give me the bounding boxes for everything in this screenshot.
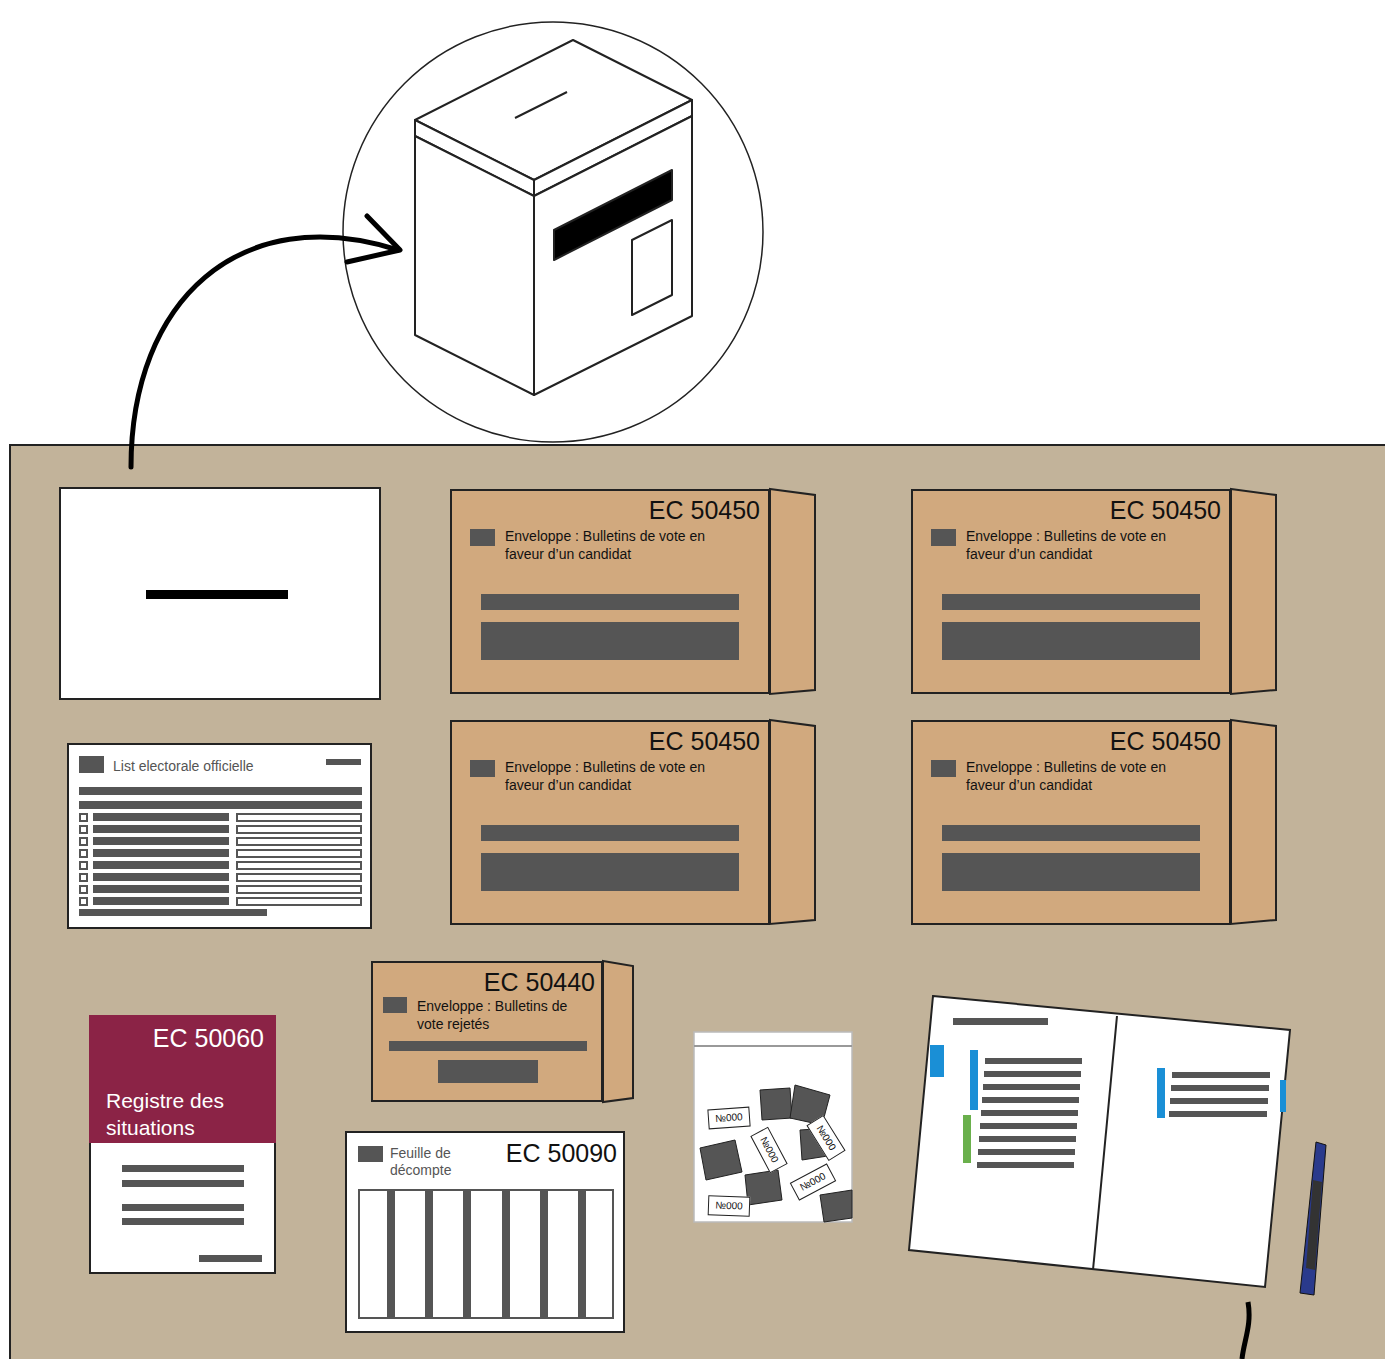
decoration <box>470 760 495 777</box>
ballot-box-top <box>60 488 380 699</box>
decoration <box>326 759 361 765</box>
box-heading: EC 50440 <box>484 967 595 997</box>
decoration <box>93 873 229 881</box>
ballot-envelope: EC 50450Enveloppe : Bulletins de vote en… <box>911 720 1231 925</box>
decoration <box>79 909 267 916</box>
decoration <box>79 813 88 822</box>
ticket-bag <box>694 1032 852 1222</box>
box-text: Registre des situations <box>106 1087 261 1141</box>
decoration <box>481 853 739 891</box>
tally-sheet: Feuille de décompteEC 50090 <box>345 1131 625 1333</box>
ballot-envelope: EC 50450Enveloppe : Bulletins de vote en… <box>911 489 1231 694</box>
decoration <box>93 813 229 821</box>
decoration <box>79 825 88 834</box>
ballot-box <box>415 40 692 395</box>
decoration <box>502 1189 510 1319</box>
box-text: Enveloppe : Bulletins de vote en faveur … <box>966 527 1191 563</box>
decoration <box>79 801 362 809</box>
notebook <box>909 996 1290 1287</box>
rejected-envelope: EC 50440Enveloppe : Bulletins de vote re… <box>371 961 603 1102</box>
decoration <box>93 897 229 905</box>
decoration <box>79 897 88 906</box>
decoration <box>942 825 1200 841</box>
decoration <box>236 873 362 882</box>
decoration <box>358 1189 614 1319</box>
decoration <box>79 849 88 858</box>
decoration <box>79 837 88 846</box>
decoration <box>358 1146 383 1162</box>
decoration <box>236 813 362 822</box>
decoration <box>389 1041 587 1051</box>
decoration <box>942 622 1200 660</box>
decoration <box>79 756 104 773</box>
decoration <box>470 529 495 546</box>
decoration <box>540 1189 548 1319</box>
ticket-number: №000 <box>708 1195 751 1216</box>
decoration <box>236 849 362 858</box>
decoration <box>481 594 739 610</box>
ballot-envelope: EC 50450Enveloppe : Bulletins de vote en… <box>450 489 770 694</box>
decoration <box>79 861 88 870</box>
decoration <box>438 1060 538 1083</box>
decoration <box>463 1189 471 1319</box>
decoration <box>481 622 739 660</box>
decoration <box>122 1204 244 1211</box>
box-text: Enveloppe : Bulletins de vote en faveur … <box>505 758 730 794</box>
decoration <box>122 1218 244 1225</box>
decoration <box>122 1180 244 1187</box>
decoration <box>93 861 229 869</box>
decoration <box>578 1189 586 1319</box>
box-heading: EC 50450 <box>1110 495 1221 525</box>
slot <box>146 590 288 599</box>
box-heading: EC 50450 <box>649 495 760 525</box>
cable <box>1242 1302 1249 1359</box>
decoration <box>79 873 88 882</box>
decoration <box>383 997 407 1013</box>
electoral-list: List electorale officielle <box>67 743 372 929</box>
decoration <box>236 825 362 834</box>
decoration <box>93 825 229 833</box>
decoration <box>199 1255 262 1262</box>
zoom-circle <box>343 22 763 442</box>
box-heading: EC 50060 <box>153 1023 264 1053</box>
decoration <box>93 837 229 845</box>
decoration <box>236 897 362 906</box>
decoration <box>387 1189 395 1319</box>
box-heading: List electorale officielle <box>113 758 333 775</box>
decoration <box>481 825 739 841</box>
decoration <box>79 885 88 894</box>
decoration <box>236 837 362 846</box>
ballot-envelope: EC 50450Enveloppe : Bulletins de vote en… <box>450 720 770 925</box>
register: EC 50060Registre des situations <box>89 1015 276 1274</box>
decoration <box>79 787 362 795</box>
table <box>10 445 1385 1359</box>
decoration <box>942 853 1200 891</box>
decoration <box>93 849 229 857</box>
arrow-head <box>347 216 400 262</box>
pen <box>1300 1142 1326 1295</box>
decoration <box>236 885 362 894</box>
box-text: Enveloppe : Bulletins de vote rejetés <box>417 997 597 1033</box>
decoration <box>931 760 956 777</box>
box-heading: Feuille de décompte <box>390 1145 500 1179</box>
box-heading: EC 50450 <box>649 726 760 756</box>
box-text: Enveloppe : Bulletins de vote en faveur … <box>505 527 730 563</box>
decoration <box>122 1165 244 1172</box>
arrow <box>131 237 398 467</box>
decoration <box>942 594 1200 610</box>
decoration <box>236 861 362 870</box>
decoration <box>425 1189 433 1319</box>
ticket-number: №000 <box>707 1107 750 1130</box>
box-text: Enveloppe : Bulletins de vote en faveur … <box>966 758 1191 794</box>
decoration <box>93 885 229 893</box>
decoration <box>931 529 956 546</box>
box-heading: EC 50450 <box>1110 726 1221 756</box>
box-text: EC 50090 <box>506 1138 617 1168</box>
